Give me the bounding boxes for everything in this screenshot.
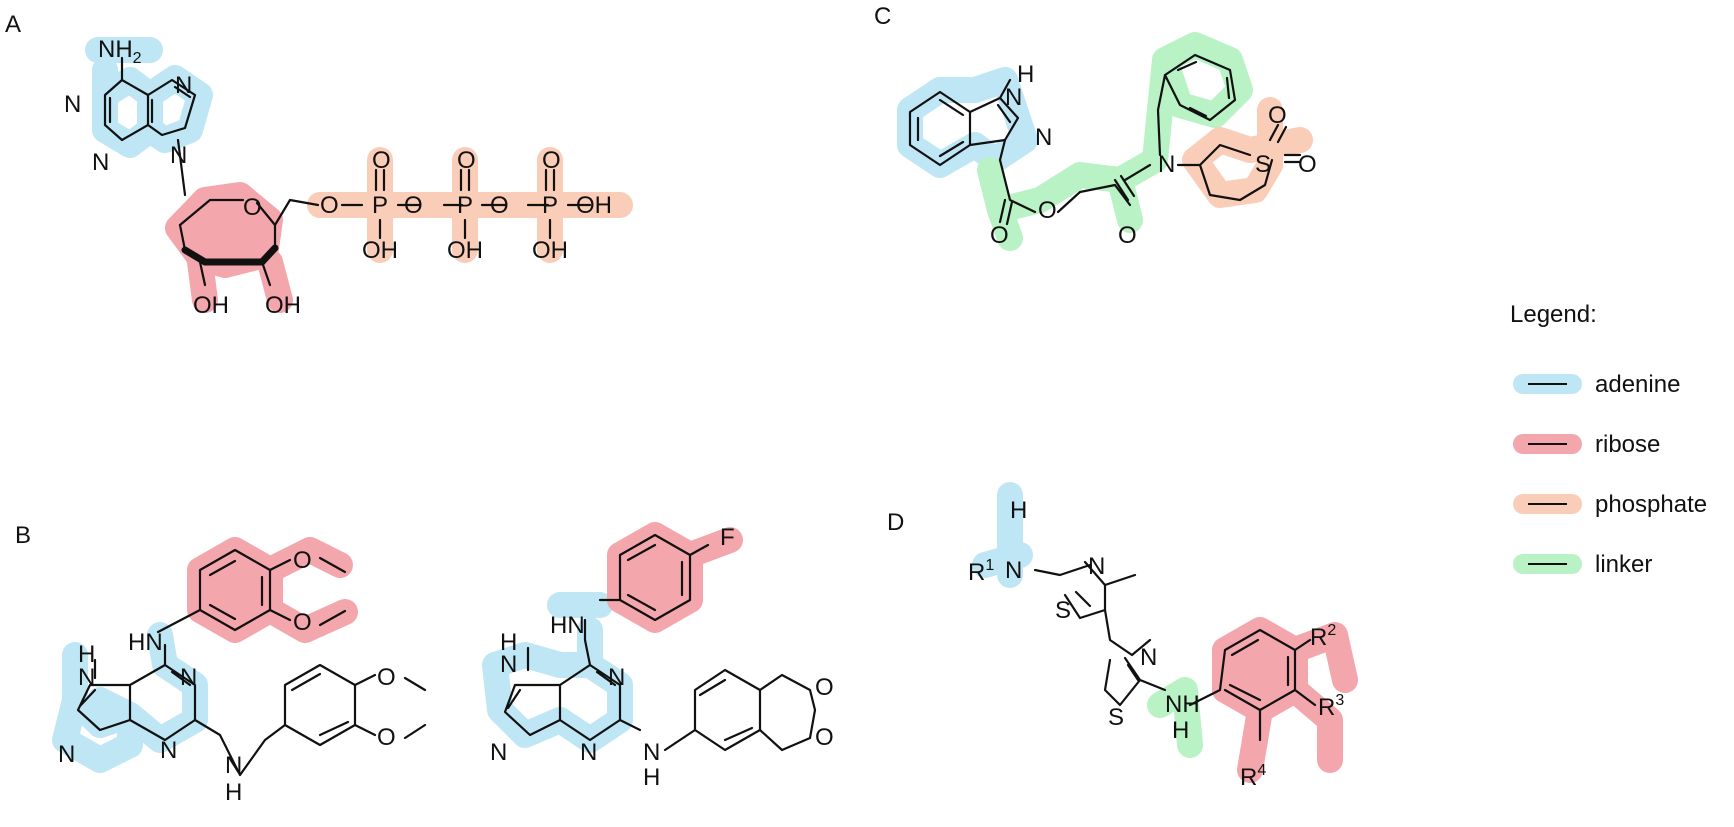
panel-label-a: A xyxy=(5,11,21,38)
atom-oh: OH xyxy=(265,292,301,319)
atom-n: N xyxy=(1035,124,1052,151)
atom-n: N xyxy=(1158,151,1175,178)
atom-o: O xyxy=(320,192,339,219)
atom-hn: HN xyxy=(550,612,585,639)
atom-r2: R2 xyxy=(1310,622,1336,651)
atom-n: N xyxy=(175,72,192,99)
atom-nh2: NH2 xyxy=(98,36,142,67)
panel-label-d: D xyxy=(887,509,904,536)
atom-n: N xyxy=(490,739,507,766)
legend-label-linker: linker xyxy=(1595,551,1652,578)
atom-o: O xyxy=(293,547,312,574)
atom-o: O xyxy=(1118,222,1137,249)
atom-o: O xyxy=(293,609,312,636)
atom-h: H xyxy=(225,779,242,806)
legend-label-adenine: adenine xyxy=(1595,371,1680,398)
legend-item-phosphate: phosphate xyxy=(1513,491,1707,518)
atom-n: N xyxy=(170,142,187,169)
atom-h: H xyxy=(1010,497,1027,524)
atom-n: N xyxy=(608,664,625,691)
atom-n: N xyxy=(1005,557,1022,584)
atom-o: O xyxy=(377,724,396,751)
panel-c-structure: H N N O O O N S O O xyxy=(897,32,1317,251)
atom-oh: OH xyxy=(362,237,398,264)
atom-o: O xyxy=(243,194,262,221)
linker-highlight-d xyxy=(1147,677,1203,758)
atom-hn: HN xyxy=(128,629,163,656)
atom-nh: NH xyxy=(1165,691,1200,718)
atom-r1: R1 xyxy=(968,557,994,586)
atom-o: O xyxy=(457,147,476,174)
atom-o: O xyxy=(542,147,561,174)
panel-label-c: C xyxy=(874,3,891,30)
atom-s: S xyxy=(1055,597,1071,624)
atom-oh: OH xyxy=(532,237,568,264)
atom-o: O xyxy=(815,724,834,751)
panel-a-atp-structure: NH2 N N N N O OH OH O P O OH O P O OH O … xyxy=(64,36,633,319)
atom-h: H xyxy=(500,629,517,656)
atom-r3: R3 xyxy=(1318,692,1344,721)
ribose-highlight-right xyxy=(607,522,743,633)
atom-h: H xyxy=(643,764,660,791)
legend: Legend: adenine ribose phosphate linker xyxy=(1510,301,1707,578)
legend-label-ribose: ribose xyxy=(1595,431,1660,458)
panel-b-structures: HN N N N H N N H O O O O HN F N N N H N … xyxy=(52,522,834,806)
atom-h: H xyxy=(1017,61,1034,88)
adenine-highlight-d xyxy=(972,482,1033,588)
atom-n: N xyxy=(1088,553,1105,580)
atom-n: N xyxy=(225,752,242,779)
legend-item-linker: linker xyxy=(1513,551,1652,578)
atom-s: S xyxy=(1255,151,1271,178)
atom-o: O xyxy=(490,192,509,219)
atom-n: N xyxy=(64,91,81,118)
atom-f: F xyxy=(720,524,735,551)
legend-item-ribose: ribose xyxy=(1513,431,1660,458)
legend-title: Legend: xyxy=(1510,301,1597,328)
atom-n: N xyxy=(580,739,597,766)
atom-n: N xyxy=(180,664,197,691)
atom-p: P xyxy=(372,192,388,219)
atom-oh: OH xyxy=(447,237,483,264)
atom-o: O xyxy=(404,192,423,219)
legend-label-phosphate: phosphate xyxy=(1595,491,1707,518)
atom-n: N xyxy=(78,664,95,691)
atom-o: O xyxy=(377,664,396,691)
atom-s: S xyxy=(1108,704,1124,731)
atom-o: O xyxy=(815,674,834,701)
panel-d-structure: H R1 N N S N S NH H R2 R3 R4 xyxy=(968,482,1358,791)
atom-o: O xyxy=(1298,151,1317,178)
phosphate-highlight xyxy=(307,147,633,263)
atom-h: H xyxy=(78,641,95,668)
atom-n: N xyxy=(500,651,517,678)
atom-o: O xyxy=(372,147,391,174)
atom-n: N xyxy=(1005,84,1022,111)
atom-oh: OH xyxy=(193,292,229,319)
atom-p: P xyxy=(457,192,473,219)
atom-o: O xyxy=(990,222,1009,249)
atom-p: P xyxy=(542,192,558,219)
atom-r4: R4 xyxy=(1240,762,1266,791)
atom-n: N xyxy=(160,737,177,764)
ribose-highlight-left xyxy=(187,537,358,643)
atom-oh: OH xyxy=(576,192,612,219)
atom-n: N xyxy=(1140,644,1157,671)
atom-h: H xyxy=(1172,717,1189,744)
panel-label-b: B xyxy=(15,522,31,549)
legend-item-adenine: adenine xyxy=(1513,371,1680,398)
atom-n: N xyxy=(92,149,109,176)
atom-o: O xyxy=(1038,197,1057,224)
atom-n: N xyxy=(58,741,75,768)
atom-o: O xyxy=(1268,102,1287,129)
atom-n: N xyxy=(643,739,660,766)
